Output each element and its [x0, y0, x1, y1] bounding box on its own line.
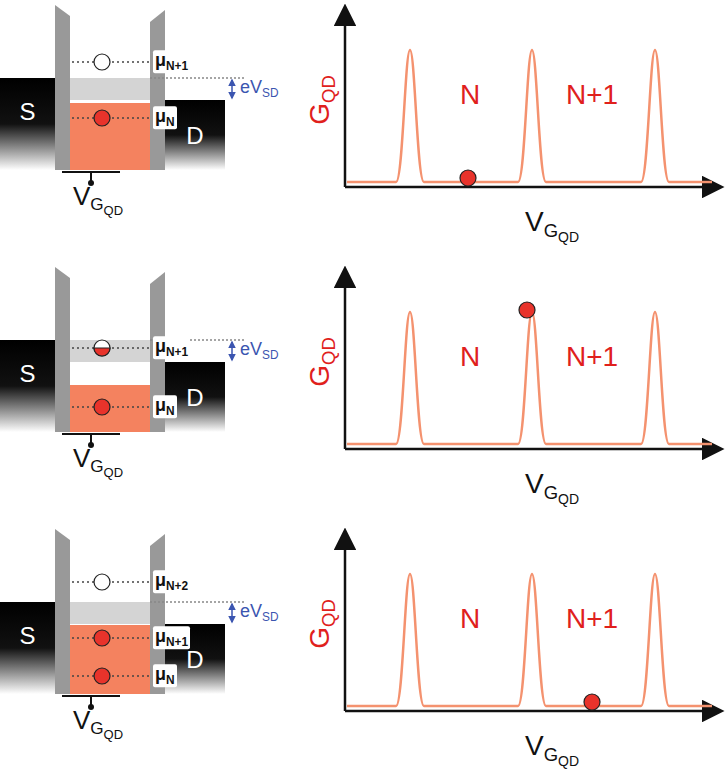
axis-label: VGQD [525, 208, 579, 244]
source-lead: S [0, 340, 55, 432]
chemical-potential-subscript: N [166, 404, 175, 418]
charge-state: N [460, 605, 480, 633]
axis-label-subscript: QD [318, 337, 339, 365]
charge-state: N+1 [566, 605, 618, 633]
source-lead: S [0, 78, 55, 170]
bias-window-subscript: SD [262, 348, 279, 362]
chemical-potential-base: μ [155, 106, 166, 126]
chemical-potential-base: μ [155, 336, 166, 356]
axis-label: GQD [306, 75, 338, 124]
lead-label: S [19, 98, 35, 126]
axis-label-subscript: G [544, 220, 558, 241]
charge-state: N [460, 81, 480, 109]
chemical-potential: μN+1 [153, 626, 190, 649]
charge-state: N [460, 343, 480, 371]
row-3 [55, 529, 720, 711]
bias-window-base: eV [240, 339, 262, 359]
chemical-potential: μN+1 [153, 336, 190, 359]
chemical-potential: μN+1 [153, 50, 190, 73]
charge-state-base: N+1 [566, 79, 618, 110]
axis-label-base: V [525, 468, 544, 499]
chemical-potential-subscript: N+2 [166, 579, 188, 593]
gate-voltage-subscript: QD [104, 727, 124, 742]
gate-voltage: VGQD [73, 445, 123, 479]
gate-voltage-subscript: G [90, 718, 103, 738]
chemical-potential: μN [153, 664, 177, 687]
axis-label-base: G [304, 627, 335, 649]
charge-state: N+1 [566, 343, 618, 371]
chemical-potential: μN [153, 106, 177, 129]
lead-label: D [186, 646, 203, 674]
axis-label-base: V [525, 730, 544, 761]
axis-label-subscript: G [544, 482, 558, 503]
gate-voltage-subscript: G [90, 194, 103, 214]
gate-voltage-base: V [73, 705, 90, 735]
bias-window: eVSD [240, 340, 279, 361]
chemical-potential-subscript: N [166, 673, 175, 687]
gate-voltage: VGQD [73, 707, 123, 741]
chemical-potential-subscript: N [166, 115, 175, 129]
bias-window-base: eV [240, 77, 262, 97]
axis-label-base: G [304, 103, 335, 125]
charge-state-base: N+1 [566, 603, 618, 634]
axis-label-subscript: QD [558, 753, 579, 769]
gate-voltage-subscript: QD [104, 203, 124, 218]
chemical-potential-subscript: N+1 [166, 345, 188, 359]
chemical-potential-base: μ [155, 664, 166, 684]
charge-state-base: N+1 [566, 341, 618, 372]
charge-state: N+1 [566, 81, 618, 109]
gate-voltage-subscript: G [90, 456, 103, 476]
bias-window-base: eV [240, 601, 262, 621]
axis-label-base: V [525, 206, 544, 237]
axis-label-subscript: QD [558, 229, 579, 245]
chemical-potential-base: μ [155, 395, 166, 415]
axis-label-subscript: QD [318, 75, 339, 103]
axis-label-subscript: QD [318, 599, 339, 627]
bias-window: eVSD [240, 602, 279, 623]
axis-label: GQD [306, 599, 338, 648]
gate-voltage-base: V [73, 443, 90, 473]
chemical-potential-subscript: N+1 [166, 59, 188, 73]
charge-state-base: N [460, 341, 480, 372]
row-2 [55, 267, 720, 449]
axis-label-base: G [304, 365, 335, 387]
charge-state-base: N [460, 603, 480, 634]
chemical-potential-base: μ [155, 50, 166, 70]
chemical-potential-subscript: N+1 [166, 635, 188, 649]
charge-state-base: N [460, 79, 480, 110]
lead-label: S [19, 622, 35, 650]
gate-voltage: VGQD [73, 183, 123, 217]
source-lead: S [0, 602, 55, 694]
chemical-potential: μN [153, 395, 177, 418]
lead-label: D [186, 122, 203, 150]
axis-label-subscript: QD [558, 491, 579, 507]
row-1 [55, 5, 720, 187]
gate-voltage-subscript: QD [104, 465, 124, 480]
lead-label: S [19, 360, 35, 388]
axis-label-subscript: G [544, 744, 558, 765]
axis-label: VGQD [525, 470, 579, 506]
gate-voltage-base: V [73, 181, 90, 211]
lead-label: D [186, 384, 203, 412]
bias-window-subscript: SD [262, 610, 279, 624]
bias-window: eVSD [240, 78, 279, 99]
axis-label: VGQD [525, 732, 579, 768]
chemical-potential: μN+2 [153, 570, 190, 593]
chemical-potential-base: μ [155, 626, 166, 646]
chemical-potential-base: μ [155, 570, 166, 590]
axis-label: GQD [306, 337, 338, 386]
bias-window-subscript: SD [262, 86, 279, 100]
